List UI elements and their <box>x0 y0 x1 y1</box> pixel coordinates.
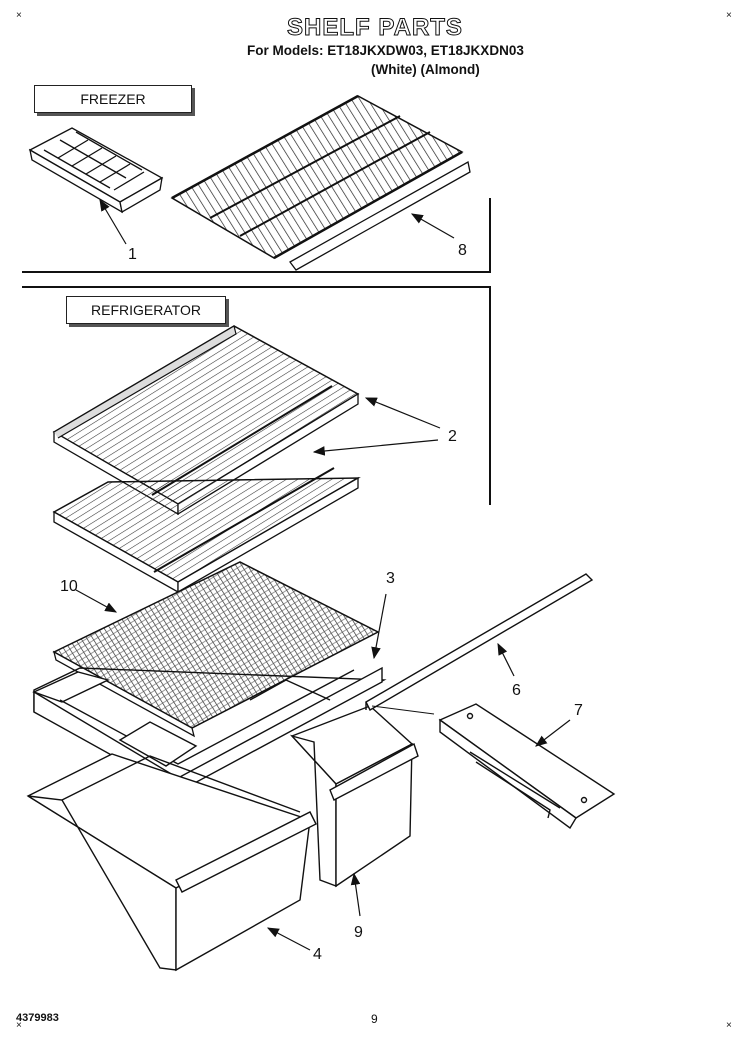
callout-6: 6 <box>512 682 521 699</box>
leader-lines <box>75 198 571 951</box>
callout-10: 10 <box>60 578 78 595</box>
callout-9: 9 <box>354 924 363 941</box>
refrigerator-section-frame <box>22 286 491 505</box>
model-colors: (White) (Almond) <box>371 62 480 77</box>
crisper-cover-grille <box>52 561 380 738</box>
freezer-wire-shelf <box>170 94 471 271</box>
model-numbers: For Models: ET18JKXDW03, ET18JKXDN03 <box>247 43 524 58</box>
callout-3: 3 <box>386 570 395 587</box>
callout-1: 1 <box>128 246 137 263</box>
callout-4: 4 <box>313 946 322 963</box>
corner-mark-bottom-left: × <box>16 1020 22 1031</box>
corner-mark-top-left: × <box>16 10 22 21</box>
callout-8: 8 <box>458 242 467 259</box>
document-number: 4379983 <box>16 1012 59 1024</box>
crisper-rail-bracket <box>438 703 616 830</box>
shelf-trim-strip <box>365 573 594 711</box>
glass-shelf-lower <box>52 467 361 594</box>
corner-mark-top-right: × <box>726 10 732 21</box>
crisper-drawer-small <box>289 705 419 888</box>
callout-2: 2 <box>448 428 457 445</box>
refrigerator-section-label: REFRIGERATOR <box>66 296 226 324</box>
freezer-section-label: FREEZER <box>34 85 192 113</box>
callout-7: 7 <box>574 702 583 719</box>
page-title: SHELF PARTS <box>287 14 463 42</box>
glass-shelf-upper <box>52 325 360 516</box>
page-number: 9 <box>371 1012 378 1026</box>
crisper-drawer-large <box>26 753 317 972</box>
freezer-section-frame <box>22 198 491 273</box>
ice-cube-tray <box>28 127 164 214</box>
corner-mark-bottom-right: × <box>726 1020 732 1031</box>
